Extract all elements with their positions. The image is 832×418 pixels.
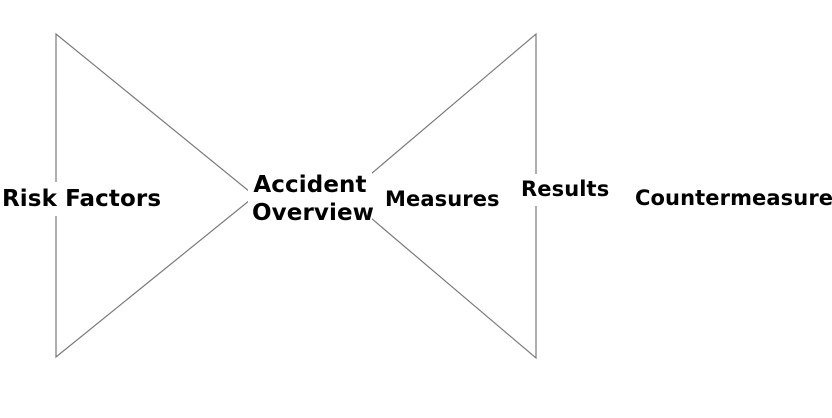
label-countermeasures: Countermeasures bbox=[630, 183, 832, 215]
label-results: Results bbox=[516, 174, 615, 206]
label-accident-overview: Accident Overview bbox=[248, 168, 375, 231]
label-risk-factors: Risk Factors bbox=[2, 182, 168, 217]
label-measures: Measures bbox=[380, 184, 505, 216]
label-accident-overview-line1: Accident bbox=[253, 172, 367, 198]
label-accident-overview-line2: Overview bbox=[252, 200, 375, 227]
